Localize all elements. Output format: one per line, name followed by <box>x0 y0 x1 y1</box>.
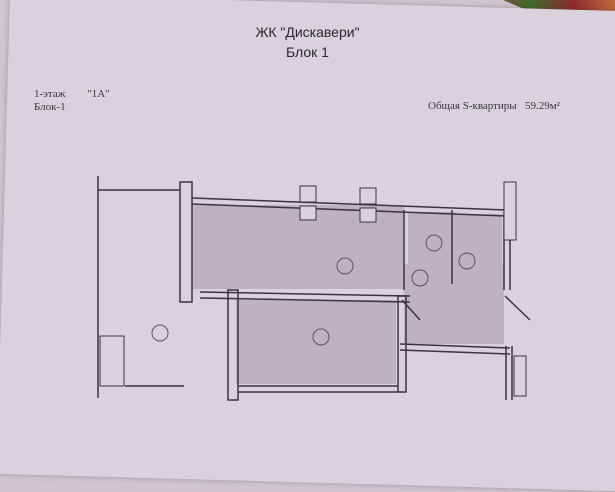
total-area-label: Общая S-квартиры <box>428 100 517 112</box>
room-marker-hall <box>411 269 429 287</box>
room-hall <box>404 264 504 344</box>
floor-label: 1-этаж <box>34 88 66 100</box>
apartment-meta: 1-этаж "1A" Блок-1 <box>34 88 110 114</box>
room-marker-terrace <box>151 324 169 342</box>
room-marker-bedroom <box>312 328 330 346</box>
room-bathroom <box>408 212 456 264</box>
block-title: Блок 1 <box>286 44 329 60</box>
chimney-block <box>99 335 125 387</box>
floor-plan <box>97 176 531 401</box>
block-label: Блок-1 <box>34 101 66 113</box>
room-marker-kitchen <box>336 257 354 275</box>
complex-title: ЖК "Дискавери" <box>255 24 360 40</box>
room-bedroom <box>236 300 396 384</box>
room-marker-bathroom <box>425 234 443 252</box>
apartment-type: "1A" <box>87 88 110 100</box>
total-area-value: 59.29м² <box>524 100 560 112</box>
room-marker-storage <box>458 252 476 270</box>
total-area: Общая S-квартиры 59.29м² <box>428 100 560 112</box>
